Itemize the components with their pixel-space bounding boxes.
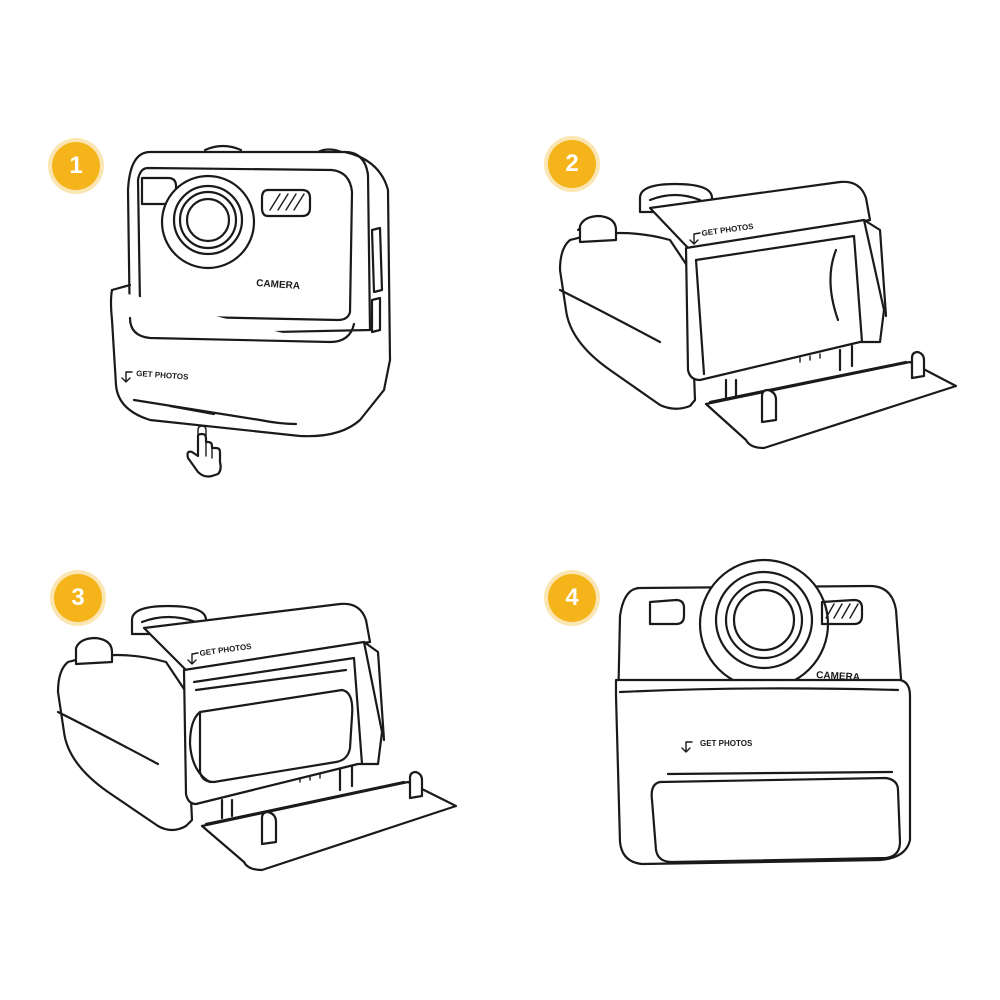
step-2-panel: GET PHOTOS 2 — [500, 80, 1000, 540]
step-3-panel: GET PHOTOS 3 — [0, 520, 500, 980]
step-number-badge: 4 — [548, 574, 596, 622]
camera-label: CAMERA — [256, 278, 301, 292]
pointing-hand-icon — [186, 425, 222, 478]
camera-front-illustration: CAMERA GET PHOTOS — [109, 144, 392, 478]
camera-loaded-paper-illustration: GET PHOTOS — [56, 602, 458, 872]
step-1-panel: CAMERA GET PHOTOS 1 — [0, 80, 500, 540]
get-photos-label: GET PHOTOS — [136, 369, 189, 382]
step-number-badge: 1 — [52, 142, 100, 190]
step-4-panel: CAMERA GET PHOTOS 4 — [500, 520, 1000, 980]
arrow-down-icon — [187, 652, 199, 665]
step-number-badge: 3 — [54, 574, 102, 622]
camera-closed-illustration: CAMERA GET PHOTOS — [614, 558, 912, 866]
camera-open-door-illustration: GET PHOTOS — [558, 180, 958, 450]
get-photos-label: GET PHOTOS — [700, 739, 753, 748]
arrow-down-icon — [689, 232, 701, 245]
arrow-down-icon — [121, 371, 133, 383]
step-number-badge: 2 — [548, 140, 596, 188]
arrow-down-icon — [681, 741, 693, 753]
